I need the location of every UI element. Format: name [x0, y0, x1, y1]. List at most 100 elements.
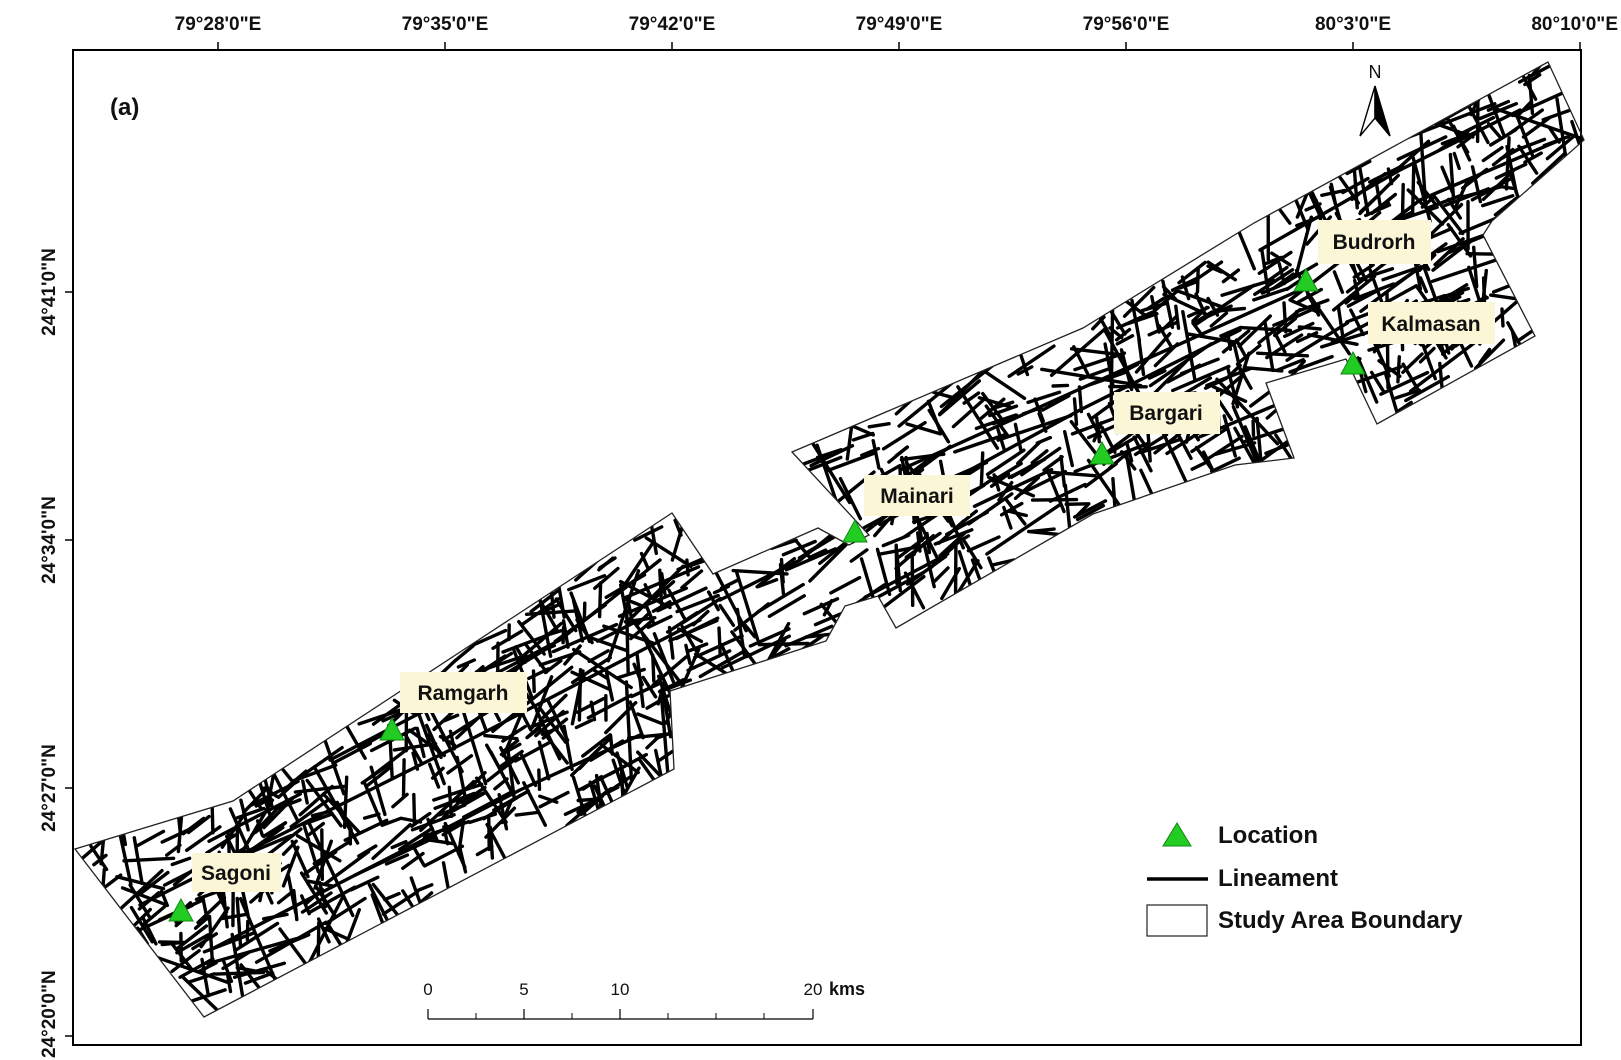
- lineament: [698, 649, 746, 679]
- lineament: [1352, 278, 1361, 300]
- lineament: [1411, 155, 1432, 223]
- lineament: [1033, 397, 1045, 423]
- lineament: [585, 634, 629, 653]
- lineament: [985, 448, 1026, 476]
- lineament: [305, 812, 334, 825]
- latitude-ticks: [65, 291, 73, 1037]
- lineament: [932, 390, 954, 399]
- lineament: [1002, 505, 1013, 530]
- lineament: [306, 879, 335, 888]
- lineament: [849, 548, 869, 563]
- lineament: [381, 890, 419, 916]
- lineament: [1266, 265, 1289, 283]
- lineament: [1044, 470, 1097, 478]
- lineament: [1521, 116, 1551, 139]
- lineament: [563, 800, 593, 816]
- lineament: [595, 619, 638, 643]
- lineament: [563, 644, 582, 666]
- lineament: [514, 810, 539, 817]
- lineament: [989, 472, 1011, 488]
- lineament: [611, 758, 626, 793]
- lineament: [419, 779, 476, 832]
- lineament: [756, 582, 805, 614]
- lineament: [587, 649, 610, 663]
- lineament: [526, 726, 542, 739]
- lineament: [1381, 265, 1423, 282]
- lineament: [243, 971, 275, 985]
- lineament: [1481, 168, 1516, 202]
- lineament: [926, 399, 942, 433]
- lineament: [1007, 344, 1056, 378]
- legend-boundary-icon: [1146, 904, 1208, 937]
- lineament: [940, 566, 961, 601]
- lineament: [524, 642, 549, 674]
- longitude-label: 80°3'0"E: [1315, 14, 1391, 35]
- lineament: [1231, 351, 1251, 406]
- location-marker-icon: [842, 518, 868, 543]
- lineament: [1401, 362, 1421, 394]
- label-box: [192, 853, 281, 892]
- lineament: [1332, 270, 1345, 294]
- lineament: [1527, 73, 1535, 115]
- lineament: [278, 927, 311, 970]
- longitude-label: 79°35'0"E: [402, 14, 489, 35]
- lineament: [196, 895, 227, 925]
- place-ramgarh: Ramgarh: [379, 672, 527, 741]
- lineament: [1356, 356, 1379, 404]
- north-arrow-right: [1374, 85, 1391, 137]
- lineament: [1186, 305, 1210, 318]
- location-marker-icon: [1340, 350, 1366, 375]
- lineament: [1263, 321, 1275, 373]
- lineament: [685, 558, 690, 577]
- lineament: [185, 988, 227, 1005]
- lineament: [679, 596, 723, 626]
- lineament: [250, 803, 283, 837]
- lineament: [1013, 476, 1041, 500]
- location-marker-icon: [1293, 267, 1319, 292]
- lineament: [290, 839, 310, 879]
- lineament: [719, 578, 740, 590]
- lineament: [794, 539, 813, 561]
- lineament: [933, 566, 950, 583]
- lineament: [506, 750, 516, 800]
- lineament: [767, 594, 806, 618]
- lineament: [441, 861, 450, 890]
- lineament: [662, 693, 673, 739]
- lineament: [731, 568, 789, 576]
- latitude-label: 24°20'0"N: [39, 970, 60, 1058]
- lineament: [1304, 202, 1322, 212]
- lineament: [456, 658, 476, 669]
- lineament: [1285, 321, 1350, 362]
- lineament: [1007, 509, 1029, 518]
- lineament: [357, 844, 378, 858]
- longitude-label: 79°42'0"E: [629, 14, 716, 35]
- north-label: N: [1369, 62, 1382, 82]
- lineament: [492, 789, 531, 812]
- lineament: [628, 700, 645, 740]
- lineament: [193, 916, 210, 930]
- lineament: [877, 545, 919, 556]
- latitude-labels: 24°41'0"N 24°34'0"N 24°27'0"N 24°20'0"N: [39, 248, 60, 1058]
- lineament: [593, 566, 620, 590]
- lineament: [649, 524, 658, 555]
- lineament: [412, 792, 417, 825]
- lineament: [442, 708, 492, 742]
- lineament: [734, 570, 760, 642]
- place-label: Sagoni: [201, 862, 271, 885]
- lineament: [632, 662, 644, 687]
- lineament: [1431, 193, 1465, 236]
- lineament: [1253, 268, 1295, 296]
- lineament: [1358, 173, 1401, 216]
- lineament: [961, 509, 978, 524]
- lineament: [770, 647, 791, 660]
- lineament: [423, 844, 465, 868]
- lineament: [967, 492, 1014, 526]
- lineament: [1383, 370, 1401, 421]
- lineament: [1363, 203, 1392, 218]
- lineament: [1570, 119, 1582, 146]
- lineament: [419, 891, 434, 904]
- lineament: [1106, 430, 1136, 454]
- lineament: [838, 477, 863, 521]
- lineament: [667, 588, 687, 622]
